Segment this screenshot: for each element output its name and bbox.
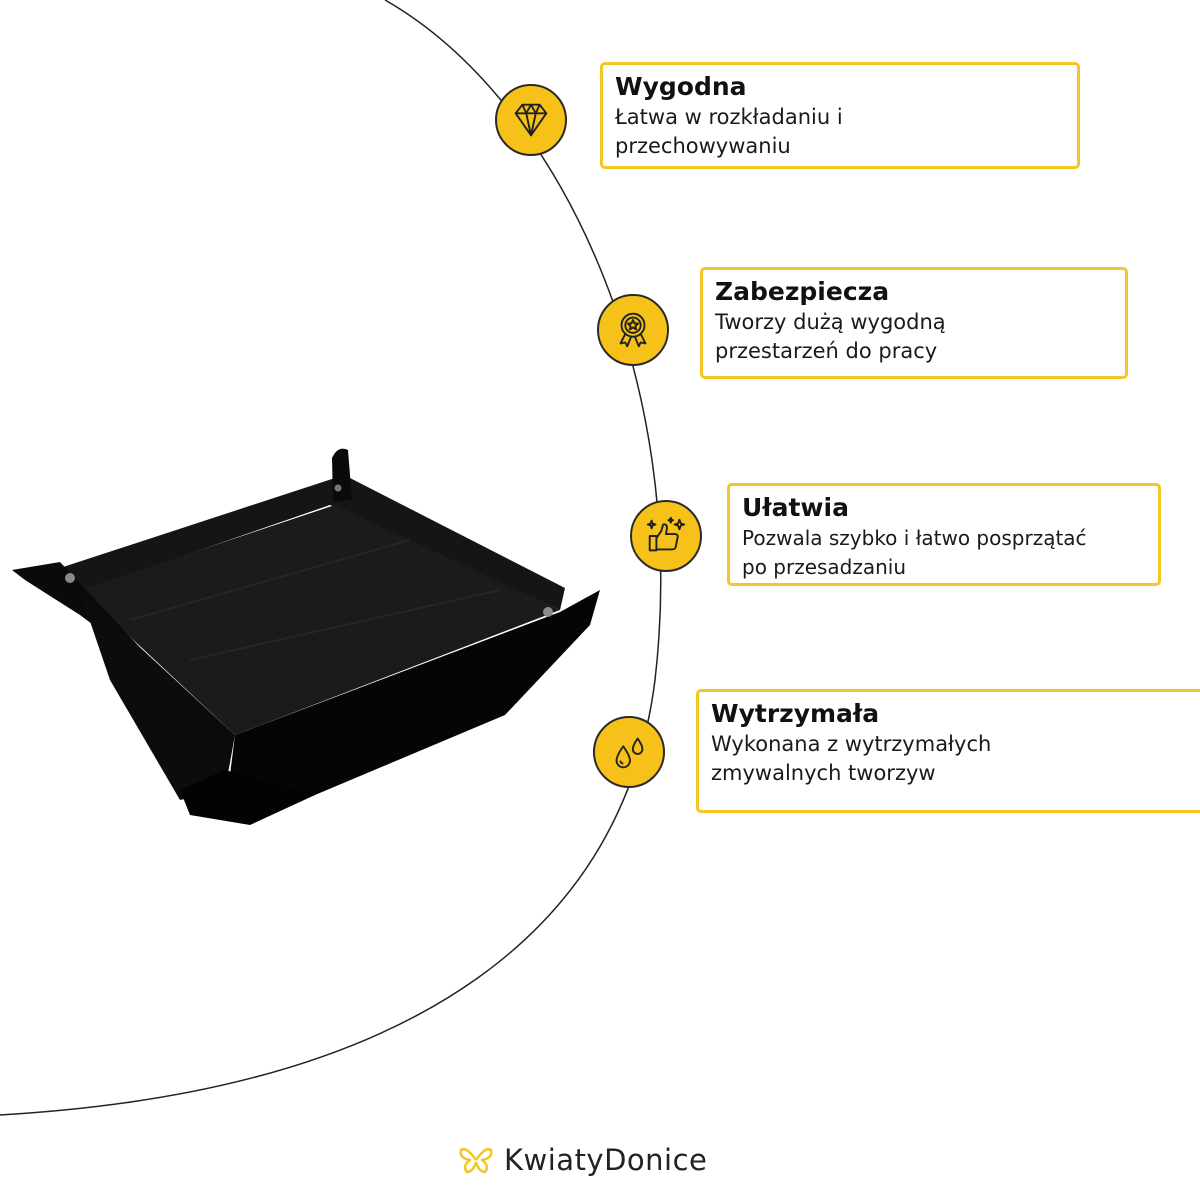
brand-logo: KwiatyDonice — [458, 1140, 707, 1180]
feature-description-line: po przesadzaniu — [742, 555, 907, 579]
thumbs-up-sparkle-icon — [646, 516, 686, 552]
award-badge-icon — [619, 312, 647, 348]
water-drops-icon — [615, 737, 644, 769]
feature-description-line: Wykonana z wytrzymałych — [711, 732, 992, 756]
feature-icon-diamond — [495, 84, 567, 156]
feature-icon-thumbs-up — [630, 500, 702, 572]
feature-title: Wytrzymała — [711, 699, 880, 728]
feature-title: Zabezpiecza — [715, 277, 890, 306]
feature-card-ulatwia: Ułatwia Pozwala szybko i łatwo posprząta… — [727, 483, 1161, 586]
feature-card-zabezpiecza: Zabezpiecza Tworzy dużą wygodną przestar… — [700, 267, 1128, 379]
feature-card-wygodna: Wygodna Łatwa w rozkładaniu i przechowyw… — [600, 62, 1080, 169]
feature-description-line: Pozwala szybko i łatwo posprzątać — [742, 526, 1087, 550]
diamond-icon — [514, 103, 548, 137]
feature-card-wytrzymala: Wytrzymała Wykonana z wytrzymałych zmywa… — [696, 689, 1200, 813]
feature-icon-award — [597, 294, 669, 366]
feature-description-line: Łatwa w rozkładaniu i — [615, 105, 843, 129]
butterfly-logo-icon — [459, 1147, 493, 1174]
feature-description-line: zmywalnych tworzyw — [711, 761, 936, 785]
feature-description-line: Tworzy dużą wygodną — [715, 310, 946, 334]
feature-title: Ułatwia — [742, 493, 849, 522]
brand-name: KwiatyDonice — [504, 1143, 708, 1177]
feature-description-line: przestarzeń do pracy — [715, 339, 938, 363]
feature-description-line: przechowywaniu — [615, 134, 791, 158]
feature-title: Wygodna — [615, 72, 747, 101]
feature-icon-water — [593, 716, 665, 788]
